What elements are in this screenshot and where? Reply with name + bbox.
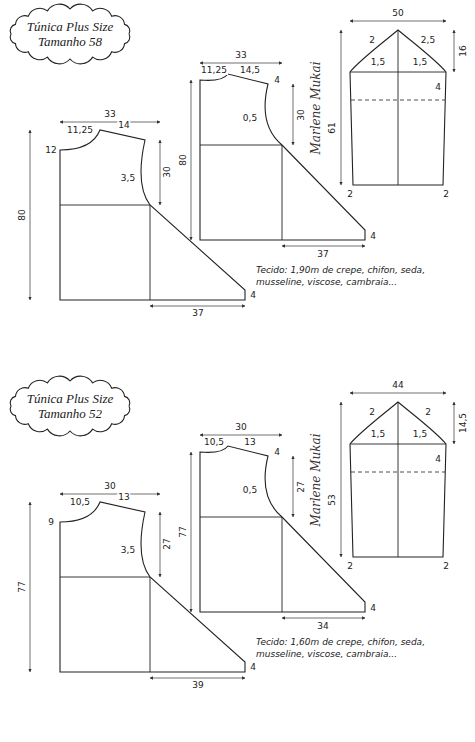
dimension-label: 3,5 (120, 173, 136, 183)
title-text: Túnica Plus Size (27, 19, 114, 34)
dimension-label: 11,25 (66, 125, 94, 135)
dimension-label: 2,5 (420, 35, 436, 45)
dimension-label: 77 (17, 580, 27, 593)
dimension-label: 11,25 (200, 65, 228, 75)
dimension-label: 4 (249, 662, 257, 672)
dimension-label: 39 (191, 680, 204, 690)
dimension-label: 1,5 (370, 57, 386, 67)
dimension-label: 2 (346, 189, 354, 199)
dimension-label: 0,5 (242, 485, 258, 495)
dimension-label: 10,5 (203, 437, 225, 447)
dimension-label: 61 (327, 121, 337, 134)
dimension-label: 80 (17, 208, 27, 221)
dimension-label: 27 (296, 480, 306, 493)
title-text: Túnica Plus Size (27, 391, 114, 406)
dimension-label: 9 (47, 517, 55, 527)
title-text: Tamanho 52 (38, 406, 102, 421)
dimension-label: 77 (178, 525, 188, 538)
signature: Marlene Mukai (310, 60, 323, 155)
dimension-label: 30 (234, 422, 247, 432)
fabric-note: Tecido: 1,90m de crepe, chifon, seda, mu… (255, 264, 467, 288)
dimension-label: 16 (458, 44, 468, 57)
dimension-label: 2 (424, 407, 432, 417)
dimension-label: 33 (234, 50, 247, 60)
dimension-label: 14,5 (458, 412, 468, 434)
dimension-label: 30 (296, 108, 306, 121)
dimension-label: 33 (103, 109, 116, 119)
dimension-label: 4 (273, 75, 281, 85)
dimension-label: 10,5 (69, 497, 91, 507)
dimension-label: 34 (316, 621, 329, 631)
dimension-label: 37 (316, 249, 329, 259)
dimension-label: 1,5 (412, 429, 428, 439)
dimension-label: 44 (391, 380, 404, 390)
signature: Marlene Mukai (310, 432, 323, 527)
dimension-label: 4 (249, 290, 257, 300)
dimension-label: 2 (368, 407, 376, 417)
dimension-label: 2 (368, 35, 376, 45)
dimension-label: 37 (191, 308, 204, 318)
dimension-label: 1,5 (412, 57, 428, 67)
title-text: Tamanho 58 (38, 34, 102, 49)
dimension-label: 53 (327, 493, 337, 506)
dimension-label: 4 (434, 82, 442, 92)
dimension-label: 2 (346, 561, 354, 571)
dimension-label: 27 (162, 537, 172, 550)
dimension-label: 3,5 (120, 545, 136, 555)
dimension-label: 13 (117, 492, 130, 502)
dimension-label: 2 (442, 189, 450, 199)
title-cloud: Túnica Plus SizeTamanho 58 (8, 6, 132, 62)
dimension-label: 80 (178, 153, 188, 166)
dimension-label: 0,5 (242, 113, 258, 123)
dimension-label: 30 (103, 481, 116, 491)
dimension-label: 30 (162, 165, 172, 178)
dimension-label: 4 (273, 447, 281, 457)
dimension-label: 4 (369, 603, 377, 613)
title-cloud: Túnica Plus SizeTamanho 52 (8, 378, 132, 434)
dimension-label: 4 (369, 231, 377, 241)
dimension-label: 13 (243, 437, 256, 447)
dimension-label: 50 (391, 8, 404, 18)
fabric-note: Tecido: 1,60m de crepe, chifon, seda, mu… (255, 636, 467, 660)
dimension-label: 14,5 (239, 65, 261, 75)
dimension-label: 12 (44, 145, 57, 155)
dimension-label: 1,5 (370, 429, 386, 439)
dimension-label: 4 (434, 454, 442, 464)
dimension-label: 2 (442, 561, 450, 571)
dimension-label: 14 (117, 120, 130, 130)
